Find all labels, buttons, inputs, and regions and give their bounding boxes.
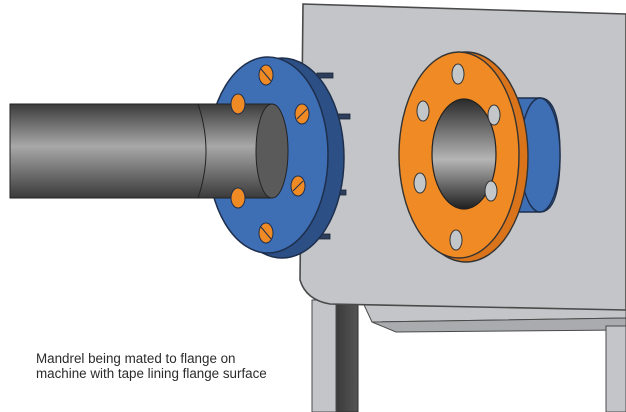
caption-line-1: Mandrel being mated to flange on — [36, 351, 236, 366]
orange-flange-bolt-holes — [413, 63, 501, 251]
bolt-slot-icon — [258, 222, 274, 244]
bolt-slot-icon — [230, 93, 246, 115]
bolt-slot-icon — [290, 175, 306, 197]
caption-line-2: machine with tape lining flange surface — [36, 366, 267, 381]
diagram-caption: Mandrel being mated to flange on machine… — [36, 351, 336, 381]
orange-flange — [398, 51, 529, 263]
bolt-slot-icon — [294, 103, 310, 125]
bolt-slot-icon — [258, 64, 274, 86]
bolt-slot-icon — [230, 187, 246, 209]
mandrel — [9, 103, 289, 199]
blue-flange-bolts — [230, 64, 310, 244]
